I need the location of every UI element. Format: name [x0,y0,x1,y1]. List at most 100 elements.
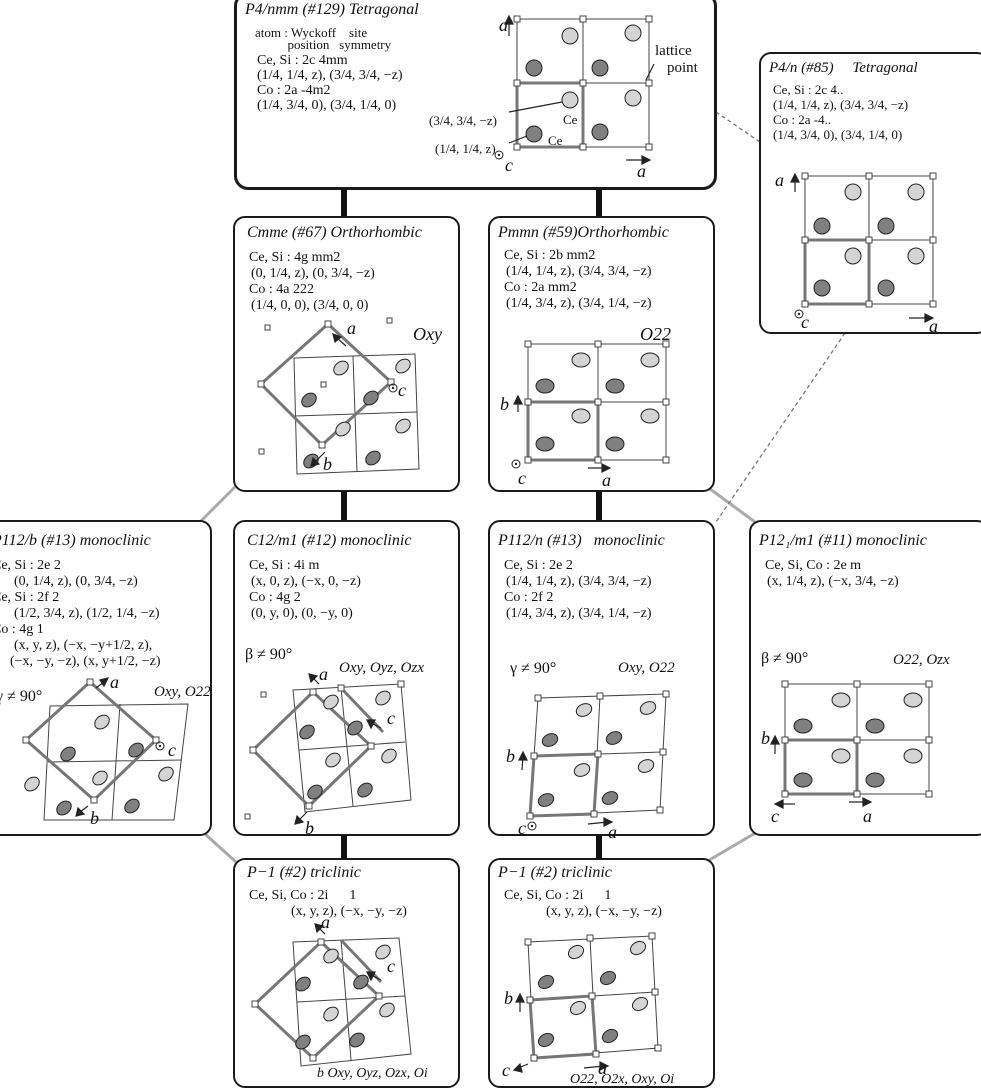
line-p112b-1: (0, 1/4, z), (0, 3/4, −z) [14,574,138,589]
axis-a-cmme: a [347,318,356,338]
line-pm1a-0: Ce, Si, Co : 2i 1 [249,888,357,903]
lattice-p4n [790,172,937,323]
axis-c-p121m1: c [771,806,779,826]
lattice-p112b [22,677,189,821]
edge-c12m1-pm1a [341,836,347,860]
axis-b-c12m1: b [305,818,314,838]
title-p112b: P112/b (#13) monoclinic [0,532,151,549]
axis-b-pm1b: b [504,988,513,1008]
line-p1122n-2: Co : 2f 2 [504,590,554,605]
axis-c-cmme: c [398,380,406,400]
line-c12m1-0: Ce, Si : 4i m [249,558,320,573]
edge-cmme-p112b [198,484,238,524]
title-pmmn: Pmmn (#59)Orthorhombic [498,224,669,241]
line-p4nmm-0: Ce, Si : 2c 4mm [257,53,348,68]
edge-p4nmm-pmmn [596,188,602,218]
title-p121m1: P12₁/m1 (#11) monoclinic [759,532,927,549]
origin-cmme: Oxy [413,324,442,345]
title-p1122n: P112/n (#13) monoclinic [498,532,665,549]
line-c12m1-2: Co : 4g 2 [249,590,301,605]
axis-c-c12m1: c [387,708,395,728]
angle-p112b: γ ≠ 90° [0,688,43,705]
box-p1122n: P112/n (#13) monoclinic Ce, Si : 2e 2 (1… [488,520,715,842]
line-p112b-6: (−x, −y, −z), (x, y+1/2, −z) [10,654,161,669]
origin-c12m1: Oxy, Oyz, Ozx [339,660,424,676]
title-p4n: P4/n (#85) Tetragonal [769,60,918,76]
axis-a-bottom-p4n: a [929,316,938,336]
axis-c-p4nmm: c [505,155,513,175]
title-cmme: Cmme (#67) Orthorhombic [247,224,422,241]
origin-pm1a: b Oxy, Oyz, Ozx, Oi [317,1066,428,1082]
edge-p1122n-pm1b [596,836,602,860]
origin-pm1b: O22, O2x, Oxy, Oi [570,1072,675,1087]
lattice-pmmn [511,340,670,473]
line-p1122n-0: Ce, Si : 2e 2 [504,558,573,573]
line-p4nmm-3: (1/4, 3/4, 0), (3/4, 1/4, 0) [257,98,397,113]
line-p112b-2: Ce, Si : 2f 2 [0,590,60,605]
line-pm1b-1: (x, y, z), (−x, −y, −z) [546,904,662,919]
header-p4nmm-2: position symmetry [255,37,392,52]
lattice-label-1: lattice [655,43,692,59]
origin-p121m1: O22, Ozx [893,652,950,668]
edge-cmme-c12m1 [341,490,347,520]
lattice-pm1b [512,932,662,1073]
line-p4n-3: (1/4, 3/4, 0), (3/4, 1/4, 0) [773,127,903,142]
axis-a-bottom-p4nmm: a [637,161,646,181]
axis-a-top-p4n: a [775,170,784,190]
line-p4nmm-2: Co : 2a -4m2 [257,83,331,98]
line-cmme-3: (1/4, 0, 0), (3/4, 0, 0) [251,298,369,313]
line-cmme-1: (0, 1/4, z), (0, 3/4, −z) [251,266,375,281]
origin-cmme-text: Oxy [413,324,442,344]
angle-p121m1: β ≠ 90° [761,650,809,667]
line-p1122n-3: (1/4, 3/4, z), (3/4, 1/4, −z) [506,606,652,621]
axis-a-pmmn: a [602,470,611,490]
axis-c-p1122n: c [518,818,526,838]
line-p4n-1: (1/4, 1/4, z), (3/4, 3/4, −z) [773,97,909,112]
axis-b-p112b: b [90,808,99,828]
box-p112b: P112/b (#13) monoclinic Ce, Si : 2e 2 (0… [0,520,212,836]
ce-label-1: Ce [563,112,578,127]
line-pmmn-0: Ce, Si : 2b mm2 [504,248,596,263]
line-p112b-4: Co : 4g 1 [0,622,44,637]
line-pmmn-3: (1/4, 3/4, z), (3/4, 1/4, −z) [506,296,652,311]
axis-c-pm1a: c [387,956,395,976]
line-cmme-2: Co : 4a 222 [249,282,314,297]
box-p4nmm: P4/nmm (#129) Tetragonal atom : Wyckoff … [234,0,717,190]
edge-pmmn-p121m1 [705,484,756,524]
coord-label-2: (1/4, 1/4, z) [435,141,496,156]
edge-p121m1-pm1b [705,830,758,864]
axis-b-p1122n: b [506,746,515,766]
line-c12m1-1: (x, 0, z), (−x, 0, −z) [251,574,361,589]
axis-c-pm1b: c [502,1060,510,1080]
line-p4nmm-1: (1/4, 1/4, z), (3/4, 3/4, −z) [257,68,403,83]
line-pm1b-0: Ce, Si, Co : 2i 1 [504,888,612,903]
axis-a-p1122n: a [608,822,617,842]
axis-c-p112b: c [168,740,176,760]
lattice-p121m1 [770,680,933,809]
edge-p4n-p1122n [715,332,846,523]
title-c12m1: C12/m1 (#12) monoclinic [247,532,412,549]
edge-p4nmm-cmme [341,188,347,218]
line-p112b-3: (1/2, 3/4, z), (1/2, 1/4, −z) [14,606,160,621]
axis-a-p112b: a [110,672,119,692]
axis-a-pm1b: a [598,1058,607,1078]
origin-p112b: Oxy, O22 [154,684,211,700]
lattice-pm1a [251,923,412,1067]
lattice-c12m1 [244,673,412,825]
axis-a-p121m1: a [863,806,872,826]
lattice-p4nmm [494,14,655,165]
coord-label-1: (3/4, 3/4, −z) [429,113,497,128]
axis-b-pmmn: b [500,394,509,414]
ce-label-2: Ce [548,133,563,148]
box-p4n: P4/n (#85) Tetragonal Ce, Si : 2c 4.. (1… [759,52,981,336]
angle-c12m1: β ≠ 90° [245,646,293,663]
box-cmme: Cmme (#67) Orthorhombic Ce, Si : 4g mm2 … [233,216,460,492]
line-p4n-0: Ce, Si : 2c 4.. [773,82,844,97]
line-cmme-0: Ce, Si : 4g mm2 [249,250,341,265]
axis-c-pmmn: c [518,468,526,488]
axis-a-top-p4nmm: a [499,15,508,35]
box-pmmn: Pmmn (#59)Orthorhombic Ce, Si : 2b mm2 (… [488,216,715,492]
box-p121m1: P12₁/m1 (#11) monoclinic Ce, Si, Co : 2e… [749,520,981,836]
origin-pmmn: O22 [640,324,671,344]
